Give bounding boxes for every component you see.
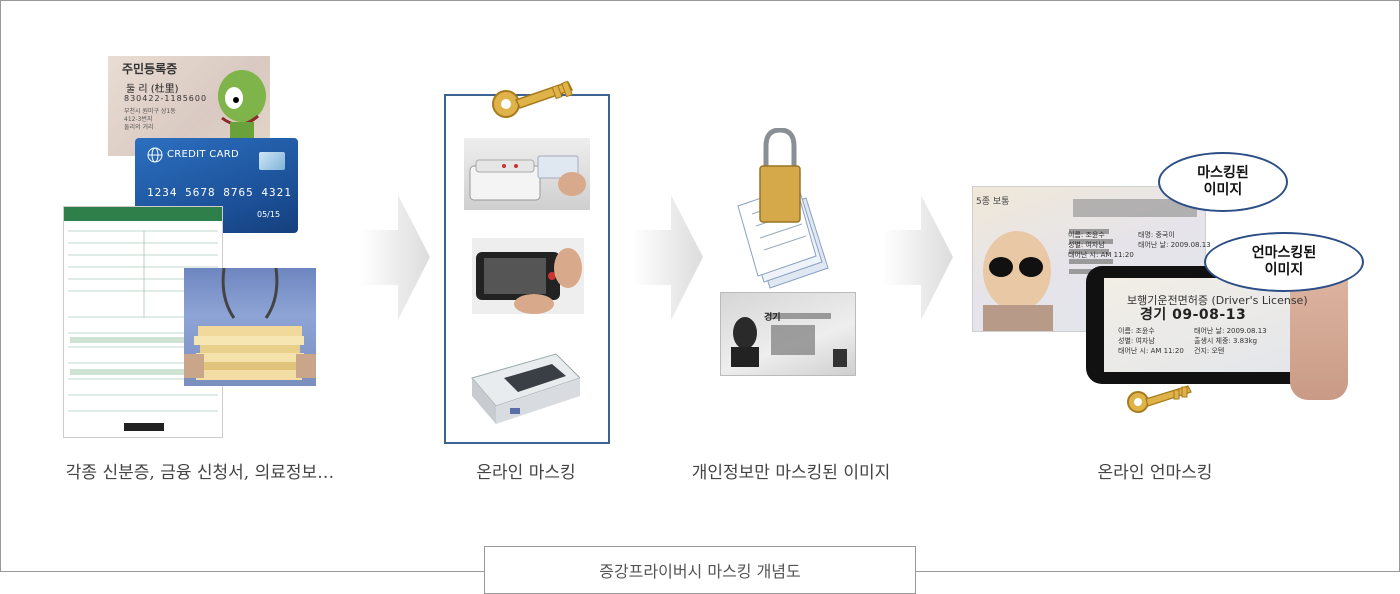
- credit-card-number: 1234 5678 8765 4321: [147, 186, 292, 199]
- stage-label-documents: 각종 신분증, 금융 신청서, 의료정보…: [65, 463, 335, 483]
- phone-screen: [1104, 278, 1290, 372]
- smartphone-camera-image: [472, 238, 584, 314]
- masked-license-title: 경기: [764, 313, 781, 323]
- license-field: 태어난 시: AM 11:20: [1118, 347, 1184, 355]
- license-field: 건지: 오텐: [1194, 347, 1225, 355]
- id-card-address-line: 부천시 원미구 상1동: [124, 108, 176, 115]
- stage-label-online-masking: 온라인 마스킹: [476, 463, 576, 483]
- license-photo-icon: [731, 313, 847, 367]
- baby-photo-icon: [983, 199, 1197, 331]
- form-header: [64, 207, 222, 221]
- padlock-papers-icon: [737, 128, 829, 289]
- phone-license-number: 경기 09-08-13: [1140, 307, 1247, 323]
- license-field: 출생시 체중: 3.83kg: [1194, 337, 1258, 345]
- id-card-address: 부천시 원미구 상1동 412-3번지 둘리의 거리: [124, 108, 176, 132]
- license-field: 태어난 시: AM 11:20: [1068, 251, 1134, 259]
- phone-license-title: 보행기운전면허증 (Driver's License): [1127, 294, 1308, 307]
- globe-icon: [147, 147, 163, 163]
- credit-card-label: CREDIT CARD: [167, 149, 239, 160]
- arrow-right-icon: [360, 195, 430, 320]
- figure-caption: 증강프라이버시 마스킹 개념도: [484, 546, 916, 594]
- key-icon: [1127, 385, 1192, 413]
- license-field: 이름: 조윤수: [1118, 327, 1155, 335]
- credit-card-expiry: 05/15: [257, 210, 281, 219]
- unmasked-image-bubble: 언마스킹된 이미지: [1204, 232, 1364, 292]
- key-icon: [492, 80, 574, 118]
- phone-unmask-image: [1086, 266, 1308, 384]
- bubble-text-line: 언마스킹된: [1251, 245, 1317, 261]
- file-stack-icon: [184, 267, 316, 380]
- license-field: 태어난 날: 2009.08.13: [1138, 241, 1211, 249]
- bubble-text-line: 마스킹된: [1197, 165, 1249, 181]
- id-card-name: 둘 리 (杜里): [126, 84, 179, 95]
- card-hologram: [259, 152, 285, 170]
- card-reader-image: [464, 138, 590, 210]
- scanner-image: [464, 348, 581, 426]
- id-card-title: 주민등록증: [122, 62, 178, 76]
- medical-records-photo: [184, 267, 316, 386]
- license-field: 이름: 조윤수: [1068, 231, 1105, 239]
- card-reader-icon: [469, 155, 586, 201]
- stage-label-masked-image: 개인정보만 마스킹된 이미지: [691, 463, 891, 483]
- id-card-address-line: 둘리의 거리: [124, 124, 154, 131]
- cartoon-dooly-icon: [218, 70, 266, 140]
- arrow-right-icon: [633, 195, 703, 320]
- masked-image-bubble: 마스킹된 이미지: [1158, 152, 1288, 212]
- masked-license-image: [720, 292, 856, 376]
- bubble-text-line: 이미지: [1203, 182, 1243, 198]
- scanner-icon: [471, 353, 581, 424]
- license-field: 태어난 날: 2009.08.13: [1194, 327, 1267, 335]
- figure-caption-text: 증강프라이버시 마스킹 개념도: [599, 562, 801, 581]
- smartphone-icon: [476, 248, 582, 314]
- license-type-label: 5종 보통: [976, 197, 1010, 207]
- license-field: 태명: 중국이: [1138, 231, 1175, 239]
- masking-devices-panel: [444, 94, 610, 444]
- license-field: 성별: 여자남: [1068, 241, 1105, 249]
- bubble-text-line: 이미지: [1264, 262, 1304, 278]
- license-field: 성별: 여자남: [1118, 337, 1155, 345]
- id-card-number: 830422-1185600: [124, 94, 208, 103]
- arrow-right-icon: [883, 195, 953, 320]
- stage-label-online-unmasking: 온라인 언마스킹: [1097, 463, 1213, 483]
- id-card-address-line: 412-3번지: [124, 116, 153, 123]
